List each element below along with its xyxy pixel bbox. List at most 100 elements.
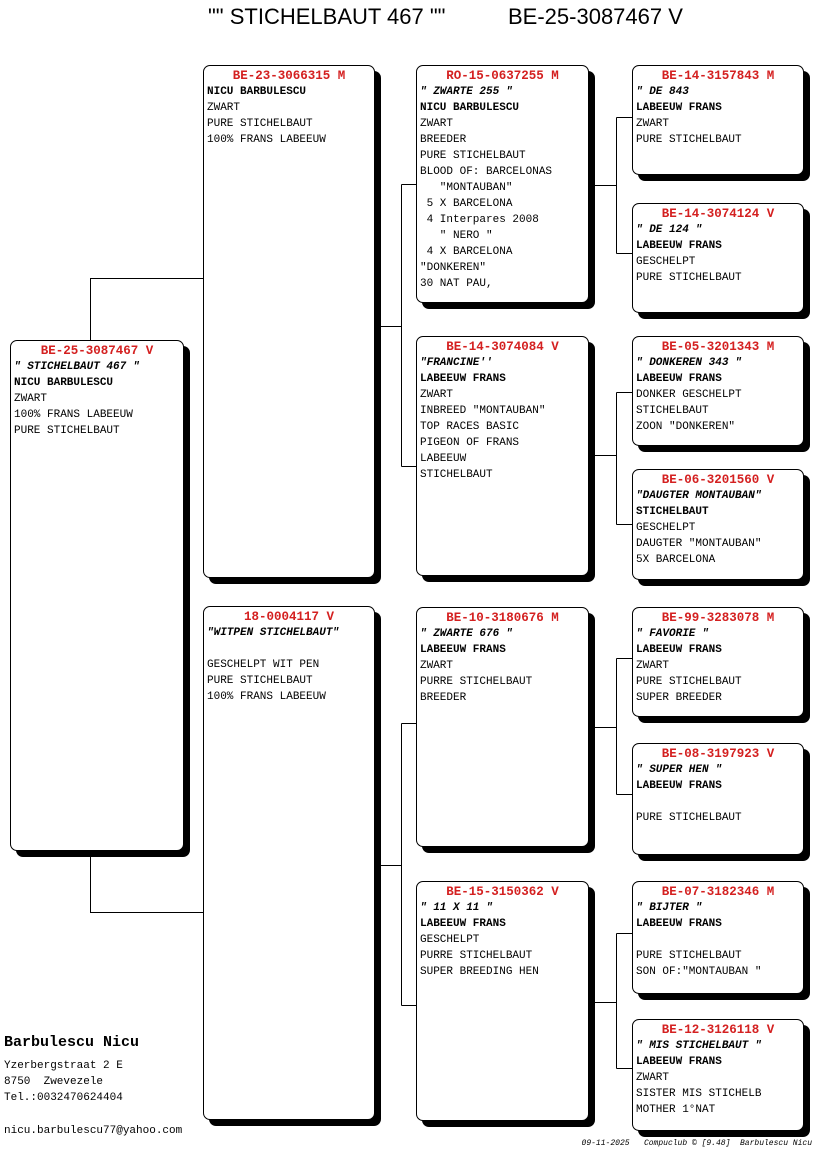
pigeon-info-line: GESCHELPT [420,934,480,946]
ring-number: BE-14-3074084 V [446,340,559,354]
pigeon-info-line: PURE STICHELBAUT [636,950,742,962]
pigeon-name: "DAUGTER MONTAUBAN" [636,490,762,502]
ring-number: BE-15-3150362 V [446,885,559,899]
pigeon-info-line: ZWART [636,660,670,672]
pigeon-card-dam: 18-0004117 V"WITPEN STICHELBAUT"GESCHELP… [203,606,375,1120]
pigeon-info-line [636,794,800,810]
ring-number: BE-99-3283078 M [661,611,775,625]
pigeon-name: " DONKEREN 343 " [636,357,742,369]
ring-number: BE-12-3126118 V [661,1023,775,1037]
ring-number: BE-14-3074124 V [661,207,775,221]
pigeon-info-line: PURE STICHELBAUT [636,676,742,688]
pigeon-name: " BIJTER " [636,902,703,914]
pigeon-info-line: DONKER GESCHELPT [636,389,742,401]
ring-number: BE-06-3201560 V [661,473,775,487]
pigeon-info-line: PURE STICHELBAUT [420,150,526,162]
pigeon-info-line: GESCHELPT [636,256,696,268]
pigeon-info-line: INBREED "MONTAUBAN" [420,405,546,417]
pigeon-info-line: PURRE STICHELBAUT [420,676,533,688]
pigeon-info-line: 100% FRANS LABEEUW [207,691,326,703]
pigeon-info-line: ZWART [207,102,241,114]
breeder-name: LABEEUW FRANS [420,373,506,385]
pigeon-card-ds: BE-10-3180676 M " ZWARTE 676 " LABEEUW FRA… [416,607,589,847]
pigeon-name: " DE 124 " [636,224,703,236]
pigeon-info-line: DAUGTER "MONTAUBAN" [636,538,762,550]
ring-number: BE-23-3066315 M [232,69,346,83]
breeder-name: LABEEUW FRANS [636,918,722,930]
pigeon-info-line: LABEEUW [420,453,467,465]
footer-software: Compuclub © [9.48] [643,1139,731,1148]
pigeon-info-line: SON OF:"MONTAUBAN " [636,966,762,978]
breeder-name: STICHELBAUT [636,506,709,518]
pigeon-info-line: PURE STICHELBAUT [207,675,313,687]
pigeon-card-ddd: BE-12-3126118 V " MIS STICHELBAUT " LABEEU… [632,1019,804,1131]
pigeon-ring-title: BE-25-3087467 V [508,4,683,29]
pigeon-info-line: PURE STICHELBAUT [636,272,742,284]
pigeon-info-line: GESCHELPT WIT PEN [207,659,320,671]
pigeon-info-line: ZWART [636,1072,670,1084]
owner-name: Barbulescu Nicu [4,1034,140,1051]
pigeon-info-line: STICHELBAUT [420,469,493,481]
pigeon-info-line: PURE STICHELBAUT [636,812,742,824]
breeder-name: LABEEUW FRANS [420,644,506,656]
breeder-name: LABEEUW FRANS [636,644,722,656]
pigeon-card-sdd: BE-06-3201560 V "DAUGTER MONTAUBAN" STICHE… [632,469,804,580]
pigeon-info-line: PURRE STICHELBAUT [420,950,533,962]
ring-number: BE-14-3157843 M [661,69,775,83]
pigeon-info-line: TOP RACES BASIC [420,421,520,433]
breeder-name: NICU BARBULESCU [14,377,114,389]
breeder-name: LABEEUW FRANS [636,1056,722,1068]
pigeon-info-line: "MONTAUBAN" [420,182,513,194]
ring-number: RO-15-0637255 M [446,69,559,83]
pigeon-info-line: 30 NAT PAU, [420,278,493,290]
breeder-name: LABEEUW FRANS [636,780,722,792]
breeder-name: NICU BARBULESCU [207,86,307,98]
breeder-name: LABEEUW FRANS [636,373,722,385]
pigeon-info-line: BREEDER [420,692,467,704]
pigeon-card-dsd: BE-08-3197923 V" SUPER HEN "LABEEUW FRAN… [632,743,804,855]
pigeon-info-line: SUPER BREEDING HEN [420,966,539,978]
breeder-name: NICU BARBULESCU [420,102,520,114]
pigeon-info-line: 5X BARCELONA [636,554,716,566]
pigeon-name: " 11 X 11 " [420,902,493,914]
pigeon-info-line: "DONKEREN" [420,262,487,274]
pigeon-info-line: ZOON "DONKEREN" [636,421,736,433]
pigeon-info-line: SISTER MIS STICHELB [636,1088,762,1100]
ring-number: BE-07-3182346 M [661,885,775,899]
pigeon-name: "FRANCINE'' [420,357,493,369]
pigeon-info-line: BLOOD OF: BARCELONAS [420,166,553,178]
footer: 09-11-2025 Compuclub © [9.48] Barbulescu… [582,1139,812,1148]
pigeon-info-line: ZWART [420,389,454,401]
pigeon-card-dds: BE-07-3182346 M " BIJTER " LABEEUW FRANS PU… [632,881,804,994]
pigeon-info-line: 5 X BARCELONA [420,198,513,210]
footer-date: 09-11-2025 [581,1139,630,1148]
pigeon-info-line: PURE STICHELBAUT [636,134,742,146]
pigeon-info-line: 100% FRANS LABEEUW [207,134,326,146]
ring-number: BE-10-3180676 M [446,611,559,625]
pigeon-info-line: 4 X BARCELONA [420,246,513,258]
pigeon-name-title: "" STICHELBAUT 467 "" [208,4,446,29]
pigeon-info-line: PURE STICHELBAUT [207,118,313,130]
pigeon-name: " SUPER HEN " [636,764,722,776]
pigeon-info-line [636,932,800,948]
pigeon-info-line: ZWART [420,660,454,672]
pigeon-info-line: GESCHELPT [636,522,696,534]
pigeon-name: " MIS STICHELBAUT " [636,1040,762,1052]
owner-email: nicu.barbulescu77@yahoo.com [4,1125,183,1137]
ring-number: BE-25-3087467 V [40,344,154,358]
breeder-name: LABEEUW FRANS [636,240,722,252]
ring-number: 18-0004117 V [243,610,334,624]
pigeon-name: " STICHELBAUT 467 " [14,361,140,373]
pigeon-info-line: STICHELBAUT [636,405,709,417]
footer-owner: Barbulescu Nicu [739,1139,812,1148]
pigeon-name: " ZWARTE 676 " [420,628,513,640]
pigeon-name: " ZWARTE 255 " [420,86,513,98]
pigeon-card-sd: BE-14-3074084 V "FRANCINE'' LABEEUW FRANS Z… [416,336,589,576]
pigeon-card-subject: BE-25-3087467 V " STICHELBAUT 467 " NICU B… [10,340,184,851]
pigeon-info-line: 4 Interpares 2008 [420,214,539,226]
